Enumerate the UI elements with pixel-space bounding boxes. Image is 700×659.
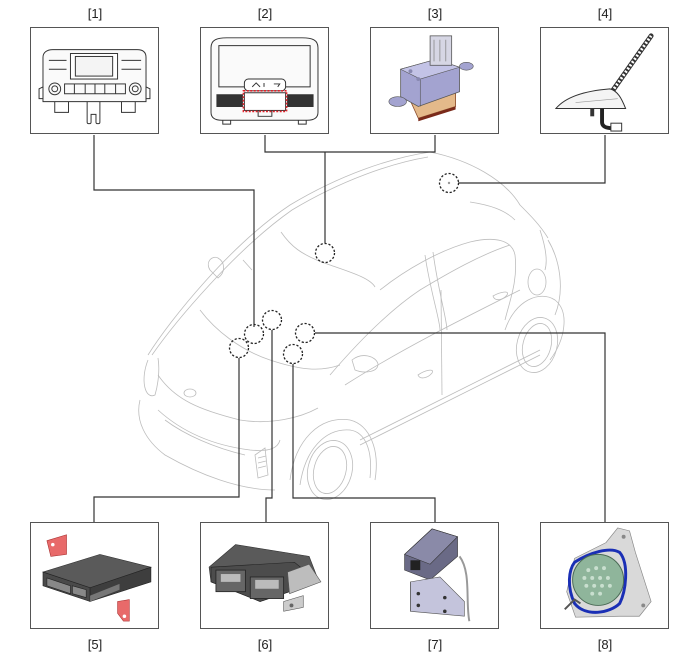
label-component-3: [3] (427, 6, 443, 21)
speaker-unit-icon (564, 527, 652, 618)
component-box-7 (370, 522, 499, 629)
antenna-point (447, 181, 451, 185)
component-box-1 (30, 27, 159, 134)
component-box-2 (200, 27, 329, 134)
location-marker-1 (243, 323, 265, 345)
car-outline (138, 151, 565, 500)
control-unit-bracket-icon (42, 534, 152, 622)
leader-lines (93, 135, 606, 522)
component-box-4 (540, 27, 669, 134)
location-marker-5 (228, 337, 250, 359)
bracket-module-icon (404, 528, 471, 622)
location-marker-antenna (438, 172, 460, 194)
label-component-1: [1] (87, 6, 103, 21)
component-box-6 (200, 522, 329, 629)
leader-line-5 (93, 358, 240, 522)
shark-fin-antenna-icon (554, 33, 654, 132)
leader-line-2-3 (264, 135, 436, 153)
location-marker-8 (294, 322, 316, 344)
label-component-7: [7] (427, 637, 443, 652)
ecu-module-icon (208, 544, 322, 612)
leader-line-6 (265, 330, 273, 522)
audio-head-unit-icon (38, 49, 151, 125)
component-box-5 (30, 522, 159, 629)
label-component-2: [2] (257, 6, 273, 21)
component-box-8 (540, 522, 669, 629)
leader-line-1 (93, 135, 255, 327)
overhead-console-icon (210, 37, 319, 125)
location-marker-7 (282, 343, 304, 365)
module-connector-icon (388, 35, 474, 122)
location-marker-6 (261, 309, 283, 331)
component-box-3 (370, 27, 499, 134)
label-component-8: [8] (597, 637, 613, 652)
location-marker-roof (314, 242, 336, 264)
leader-line-8 (315, 332, 606, 522)
label-component-6: [6] (257, 637, 273, 652)
label-component-4: [4] (597, 6, 613, 21)
label-component-5: [5] (87, 637, 103, 652)
leader-line-7 (292, 364, 436, 522)
leader-line-4 (458, 135, 606, 184)
